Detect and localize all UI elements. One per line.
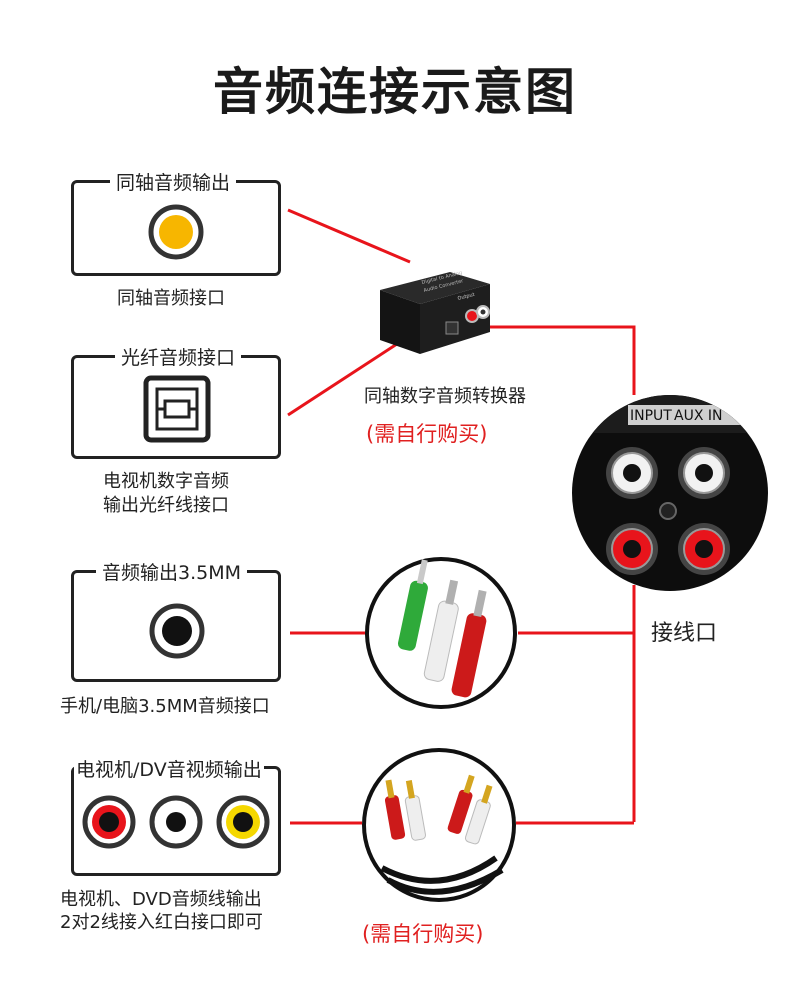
- coaxial-output-label: 同轴音频输出: [110, 168, 237, 195]
- tvdv-caption-line2: 2对2线接入红白接口即可: [60, 912, 263, 933]
- cable-purchase-note: (需自行购买): [362, 922, 484, 946]
- rca-white-right-icon: [678, 447, 730, 499]
- converter-device: Digital to Analog Audio Converter Output: [380, 270, 490, 354]
- tvdv-red-jack-icon: [82, 795, 136, 849]
- coaxial-jack-icon: [148, 204, 204, 260]
- tvdv-caption-line1: 电视机、DVD音频线输出: [60, 889, 262, 910]
- rca-to-rca-cable-image: [362, 748, 516, 902]
- optical-caption-line1: 电视机数字音频: [103, 471, 229, 492]
- converter-port-text: Output: [457, 292, 475, 302]
- aux-to-rca-cable-image: [365, 557, 517, 709]
- wire-optical-to-converter: [287, 340, 401, 417]
- panel-screw-icon: [659, 502, 677, 520]
- tvdv-jacks-icon: [82, 795, 270, 849]
- aux35-output-label: 音频输出3.5MM: [96, 558, 248, 585]
- tvdv-output-label: 电视机/DV音视频输出: [74, 755, 264, 782]
- converter-purchase-note: (需自行购买): [366, 422, 488, 446]
- rca-red-right-icon: [678, 523, 730, 575]
- optical-port-icon: [143, 375, 211, 443]
- aux35-caption: 手机/电脑3.5MM音频接口: [60, 696, 270, 717]
- converter-label: 同轴数字音频转换器: [364, 386, 526, 407]
- speaker-panel-label: 接线口: [651, 621, 718, 646]
- coaxial-caption: 同轴音频接口: [117, 288, 225, 309]
- tvdv-yellow-jack-icon: [216, 795, 270, 849]
- speaker-input-panel: INPUT AUX IN: [572, 395, 768, 591]
- optical-caption-line2: 输出光纤线接口: [103, 495, 229, 516]
- rca-red-left-icon: [606, 523, 658, 575]
- aux35-jack-icon: [149, 603, 205, 659]
- panel-input-text: INPUT: [630, 408, 672, 424]
- optical-port-label: 光纤音频接口: [115, 343, 242, 370]
- wire-converter-to-panel: [480, 325, 636, 395]
- panel-aux-text: AUX IN: [674, 408, 722, 424]
- page-title: 音频连接示意图: [213, 63, 577, 121]
- tvdv-white-jack-icon: [149, 795, 203, 849]
- rca-white-left-icon: [606, 447, 658, 499]
- wire-coaxial-to-converter: [287, 208, 411, 264]
